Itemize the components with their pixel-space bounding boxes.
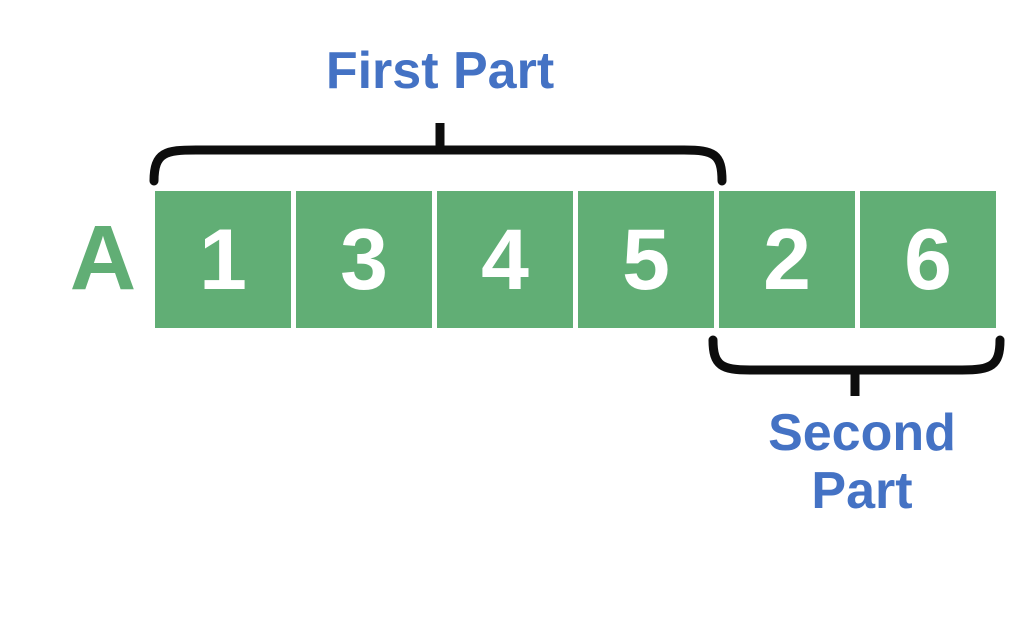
array-cell: 4 bbox=[437, 191, 573, 328]
first-part-brace-icon bbox=[149, 145, 727, 186]
array-cell: 6 bbox=[860, 191, 996, 328]
array-row: 1 3 4 5 2 6 bbox=[155, 191, 996, 328]
array-cell: 1 bbox=[155, 191, 291, 328]
second-part-label: Second Part bbox=[768, 404, 956, 521]
array-cell: 5 bbox=[578, 191, 714, 328]
array-cell: 3 bbox=[296, 191, 432, 328]
array-name-label: A bbox=[69, 207, 137, 309]
array-cell: 2 bbox=[719, 191, 855, 328]
second-part-brace-icon bbox=[708, 335, 1005, 375]
first-part-label: First Part bbox=[325, 42, 555, 100]
